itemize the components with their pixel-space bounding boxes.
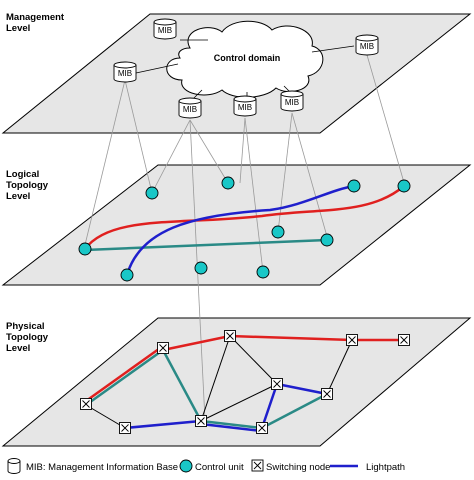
control-units — [78, 176, 411, 282]
logical-teal-path — [84, 238, 328, 252]
mib-label: MIB — [360, 42, 374, 51]
logical-plane — [1, 164, 472, 286]
mib-cylinder: MIB — [153, 18, 177, 40]
mib-cylinders: MIB MIB MIB MIB MIB MIB — [113, 18, 379, 119]
legend-mib-icon — [7, 458, 21, 474]
legend-mib-text: MIB: Management Information Base — [26, 462, 178, 473]
switching-node — [157, 342, 169, 354]
control-unit — [194, 261, 208, 275]
legend-switching-node-icon — [251, 459, 264, 472]
switching-node — [346, 334, 358, 346]
control-unit — [397, 179, 411, 193]
control-unit — [271, 225, 285, 239]
mib-label: MIB — [238, 103, 252, 112]
mib-cylinder: MIB — [113, 61, 137, 83]
logical-level-label: Logical Topology Level — [6, 169, 49, 202]
management-level-label: Management Level — [6, 12, 65, 34]
control-unit — [320, 233, 334, 247]
switching-node — [224, 330, 236, 342]
switching-node — [119, 422, 131, 434]
logical-red-path — [83, 185, 405, 250]
physical-level-label: Physical Topology Level — [6, 321, 49, 354]
control-unit — [145, 186, 159, 200]
mib-cylinder: MIB — [233, 95, 257, 117]
mapping-lines — [83, 54, 406, 421]
control-unit — [120, 268, 134, 282]
control-unit — [78, 242, 92, 256]
mib-cylinder: MIB — [355, 34, 379, 56]
mib-label: MIB — [158, 26, 172, 35]
switching-node — [256, 422, 268, 434]
control-unit — [347, 179, 361, 193]
switching-nodes — [80, 330, 410, 434]
control-unit — [221, 176, 235, 190]
logical-paths — [83, 184, 405, 276]
switching-node — [321, 388, 333, 400]
switching-node — [271, 378, 283, 390]
mib-label: MIB — [285, 98, 299, 107]
cloud-label: Control domain — [214, 53, 281, 63]
legend-control-unit-icon — [179, 459, 193, 473]
mib-cylinder: MIB — [280, 90, 304, 112]
mib-label: MIB — [183, 105, 197, 114]
switching-node — [195, 415, 207, 427]
legend-switching-node-text: Switching node — [266, 462, 330, 473]
physical-links — [85, 334, 404, 433]
cloud-mib-links — [135, 39, 355, 101]
switching-node — [398, 334, 410, 346]
logical-blue-path — [125, 184, 355, 276]
switching-node — [80, 398, 92, 410]
control-unit — [256, 265, 270, 279]
legend-lightpath-text: Lightpath — [366, 462, 405, 473]
mib-label: MIB — [118, 69, 132, 78]
physical-plane — [1, 317, 472, 447]
legend: MIB: Management Information Base Control… — [7, 458, 405, 474]
mib-cylinder: MIB — [178, 97, 202, 119]
legend-control-unit-text: Control unit — [195, 462, 244, 473]
